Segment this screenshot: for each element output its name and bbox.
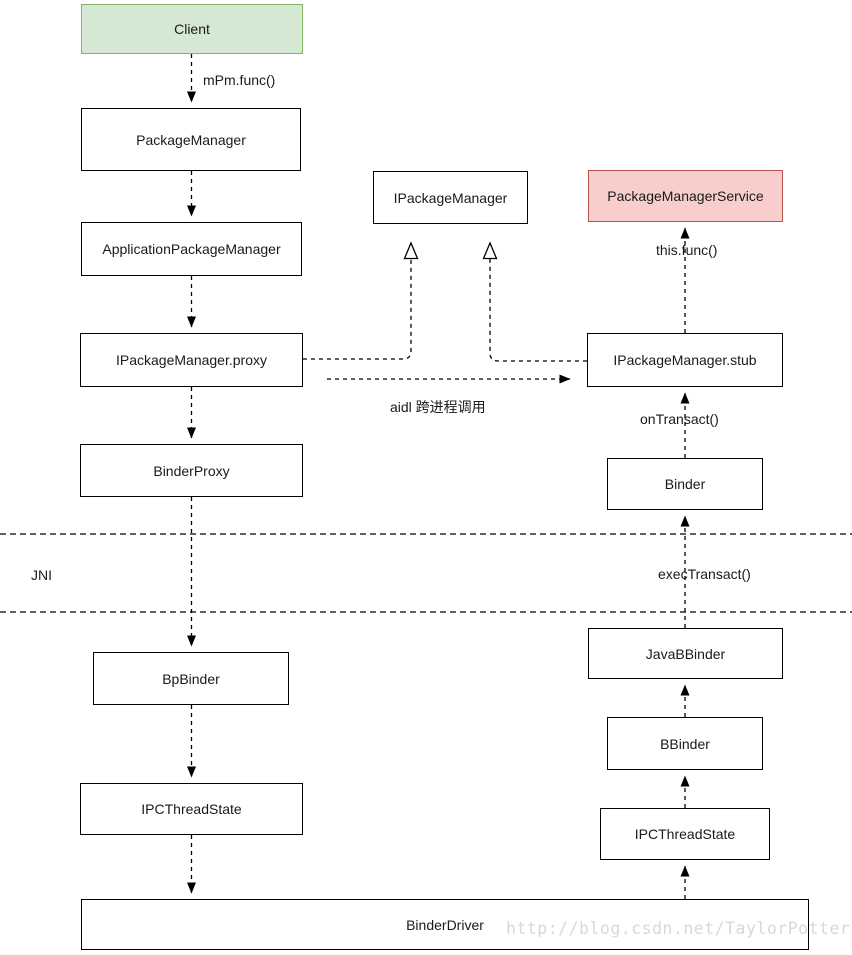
box-binder: Binder — [607, 458, 763, 510]
box-javabbinder-label: JavaBBinder — [645, 645, 726, 662]
box-javabbinder: JavaBBinder — [588, 628, 783, 679]
box-bbinder-label: BBinder — [660, 735, 710, 752]
box-binderproxy-label: BinderProxy — [153, 462, 230, 479]
realization-connectors — [303, 243, 587, 362]
box-bpbinder-label: BpBinder — [162, 670, 220, 687]
box-client: Client — [81, 4, 303, 54]
edge-label-mpm-func: mPm.func() — [203, 72, 276, 88]
watermark-url: http://blog.csdn.net/TaylorPotter — [506, 919, 851, 938]
realization-proxy-to-ipackagemanager — [303, 243, 411, 360]
box-ipcthreadstate-right: IPCThreadState — [600, 808, 770, 860]
box-client-label: Client — [174, 21, 210, 37]
box-packagemanagerservice: PackageManagerService — [588, 170, 783, 222]
edge-label-aidl-call: aidl 跨进程调用 — [390, 399, 486, 415]
box-ipackagemanager-proxy: IPackageManager.proxy — [80, 333, 303, 387]
box-packagemanager-label: PackageManager — [136, 131, 246, 148]
box-bbinder: BBinder — [607, 717, 763, 770]
box-bpbinder: BpBinder — [93, 652, 289, 705]
box-applicationpackagemanager-label: ApplicationPackageManager — [102, 241, 281, 257]
box-packagemanagerservice-label: PackageManagerService — [607, 188, 764, 204]
jni-boundary-lines — [0, 533, 852, 613]
edge-label-this-func: this.func() — [656, 242, 718, 258]
realization-stub-to-ipackagemanager — [490, 243, 587, 362]
box-ipcthreadstate-left-label: IPCThreadState — [141, 801, 242, 817]
box-binderproxy: BinderProxy — [80, 444, 303, 497]
box-binder-label: Binder — [664, 476, 706, 492]
box-ipackagemanager-label: IPackageManager — [393, 189, 508, 206]
box-packagemanager: PackageManager — [81, 108, 301, 171]
box-applicationpackagemanager: ApplicationPackageManager — [81, 222, 302, 276]
box-ipackagemanager: IPackageManager — [373, 171, 528, 224]
edge-label-jni: JNI — [31, 567, 52, 583]
box-ipcthreadstate-left: IPCThreadState — [80, 783, 303, 835]
box-binderdriver: BinderDriver — [81, 899, 809, 950]
edge-label-exectransact: execTransact() — [658, 566, 751, 582]
edge-label-ontransact: onTransact() — [640, 411, 719, 427]
box-ipackagemanager-stub-label: IPackageManager.stub — [613, 352, 757, 368]
box-binderdriver-label: BinderDriver — [406, 916, 484, 933]
box-ipcthreadstate-right-label: IPCThreadState — [634, 826, 736, 842]
box-ipackagemanager-stub: IPackageManager.stub — [587, 333, 783, 387]
box-ipackagemanager-proxy-label: IPackageManager.proxy — [116, 352, 267, 368]
